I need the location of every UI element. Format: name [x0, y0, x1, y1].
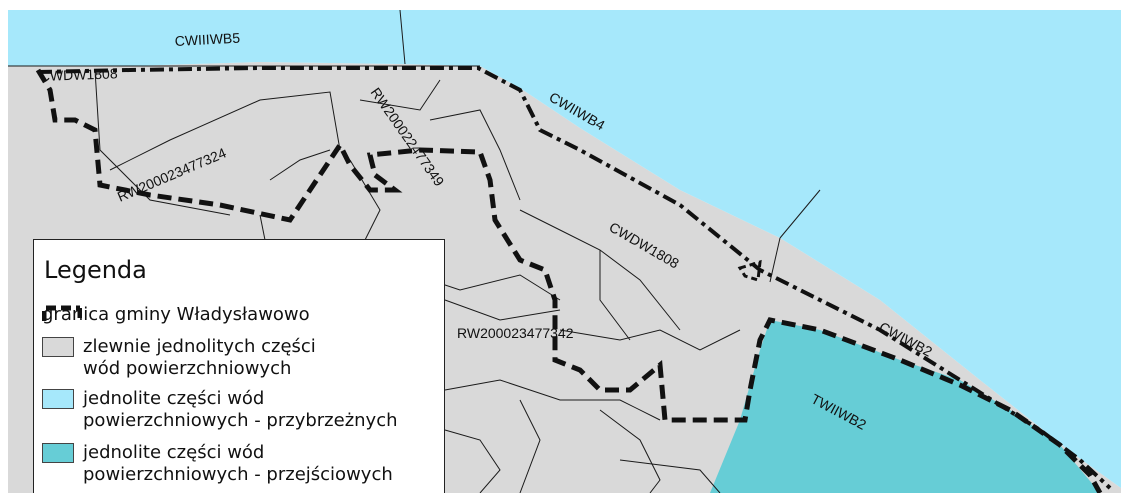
transitional-water-area	[710, 320, 1100, 493]
legend-item-boundary: granica gminy Władysławowo	[42, 304, 310, 326]
legend-title: Legenda	[44, 256, 147, 284]
legend-item-coastal-line2: powierzchniowych - przybrzeżnych	[83, 410, 398, 431]
boundary-icon	[42, 305, 82, 323]
legend-item-boundary-label: granica gminy Władysławowo	[42, 304, 310, 325]
legend-item-catchment-line2: wód powierzchniowych	[83, 358, 292, 379]
legend-item-transitional-line1: jednolite części wód	[83, 442, 265, 463]
municipality-boundary-line	[35, 68, 1103, 493]
label-cw3wb5: CWIIIWB5	[174, 30, 240, 49]
coastal-water-area	[8, 10, 1121, 488]
inlet-boundary	[737, 259, 762, 282]
legend-item-catchment: zlewnie jednolitych części wód powierzch…	[42, 336, 316, 380]
catchment-swatch	[42, 337, 74, 357]
label-cwdw1808-top: CWDW1808	[40, 65, 119, 84]
legend-item-transitional-line2: powierzchniowych - przejściowych	[83, 464, 393, 485]
legend-box: Legenda granica gminy Władysławowo zlewn…	[33, 239, 445, 493]
transitional-swatch	[42, 443, 74, 463]
legend-item-coastal-line1: jednolite części wód	[83, 388, 265, 409]
legend-item-catchment-line1: zlewnie jednolitych części	[83, 336, 316, 357]
legend-item-transitional: jednolite części wód powierzchniowych - …	[42, 442, 393, 486]
legend-item-coastal: jednolite części wód powierzchniowych - …	[42, 388, 398, 432]
coastal-swatch	[42, 389, 74, 409]
label-rw477342: RW200023477342	[457, 325, 574, 341]
